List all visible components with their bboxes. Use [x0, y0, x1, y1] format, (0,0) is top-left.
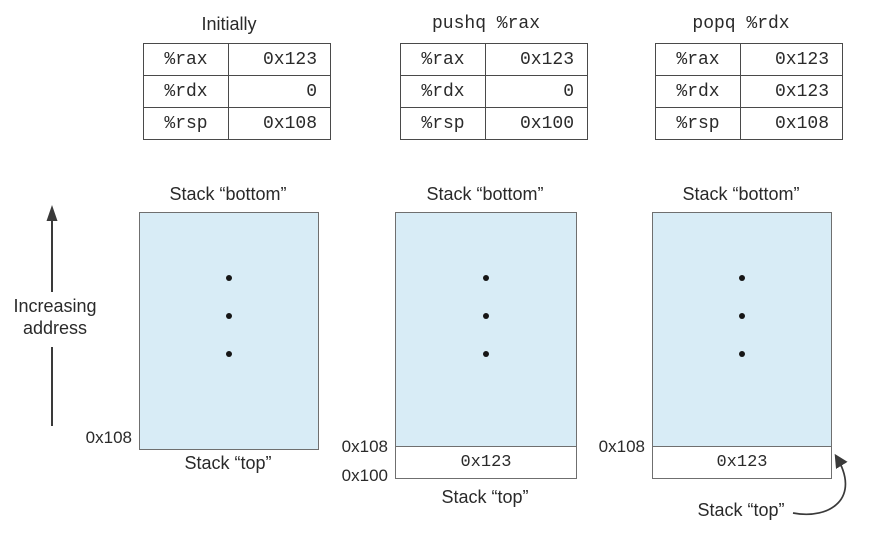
register-table-initially: %rax 0x123 %rdx 0 %rsp 0x108: [143, 43, 331, 140]
stack-top-label: Stack “top”: [441, 487, 529, 507]
address-label-0x108: 0x108: [85, 428, 132, 447]
stack-cell-pushed-value: 0x123: [396, 447, 576, 477]
ellipsis-dot: [739, 351, 745, 357]
stack-unused-region: [653, 213, 831, 447]
register-name: %rdx: [400, 75, 486, 108]
register-name: %rsp: [655, 107, 741, 140]
ellipsis-dot: [483, 313, 489, 319]
stack-top-label: Stack “top”: [697, 500, 785, 520]
register-value: 0: [228, 75, 331, 108]
stack-cell-popped-value: 0x123: [653, 447, 831, 477]
ellipsis-dot: [483, 351, 489, 357]
increasing-address-label: Increasing address: [3, 295, 107, 339]
stack-box-initially: [139, 212, 319, 450]
axis-label-line1: Increasing: [13, 296, 97, 316]
register-name: %rdx: [655, 75, 741, 108]
stack-bottom-label: Stack “bottom”: [426, 184, 544, 204]
stack-box-popq: 0x123: [652, 212, 832, 479]
register-table-popq: %rax 0x123 %rdx 0x123 %rsp 0x108: [655, 43, 843, 140]
table-title-popq: popq %rdx: [692, 14, 790, 34]
register-value: 0x100: [485, 107, 588, 140]
ellipsis-dot: [226, 275, 232, 281]
register-name: %rsp: [143, 107, 229, 140]
table-row: %rax 0x123: [655, 43, 843, 76]
register-value: 0x108: [228, 107, 331, 140]
table-row: %rsp 0x108: [143, 107, 331, 140]
stack-bottom-label: Stack “bottom”: [169, 184, 287, 204]
ellipsis-dot: [226, 351, 232, 357]
address-label-0x108: 0x108: [598, 437, 645, 456]
register-table-pushq: %rax 0x123 %rdx 0 %rsp 0x100: [400, 43, 588, 140]
register-name: %rax: [400, 43, 486, 76]
register-value: 0x123: [485, 43, 588, 76]
stack-bottom-label: Stack “bottom”: [682, 184, 800, 204]
table-row: %rdx 0: [400, 75, 588, 108]
table-row: %rax 0x123: [400, 43, 588, 76]
curved-arrow-icon: [792, 453, 848, 516]
table-row: %rax 0x123: [143, 43, 331, 76]
register-name: %rax: [143, 43, 229, 76]
table-row: %rsp 0x100: [400, 107, 588, 140]
register-value: 0x123: [740, 75, 843, 108]
stack-box-pushq: 0x123: [395, 212, 577, 479]
axis-label-line2: address: [22, 318, 88, 338]
ellipsis-dot: [739, 275, 745, 281]
register-value: 0: [485, 75, 588, 108]
address-label-0x108: 0x108: [341, 437, 388, 456]
register-value: 0x123: [228, 43, 331, 76]
table-row: %rdx 0: [143, 75, 331, 108]
register-name: %rdx: [143, 75, 229, 108]
table-title-pushq: pushq %rax: [431, 14, 541, 34]
table-title-initially: Initially: [201, 14, 257, 34]
up-arrow-icon: [46, 205, 58, 426]
table-row: %rdx 0x123: [655, 75, 843, 108]
register-name: %rsp: [400, 107, 486, 140]
ellipsis-dot: [226, 313, 232, 319]
ellipsis-dot: [739, 313, 745, 319]
stack-unused-region: [396, 213, 576, 447]
stack-top-label: Stack “top”: [184, 453, 272, 473]
address-label-0x100: 0x100: [341, 466, 388, 485]
table-row: %rsp 0x108: [655, 107, 843, 140]
ellipsis-dot: [483, 275, 489, 281]
register-name: %rax: [655, 43, 741, 76]
register-value: 0x108: [740, 107, 843, 140]
register-value: 0x123: [740, 43, 843, 76]
